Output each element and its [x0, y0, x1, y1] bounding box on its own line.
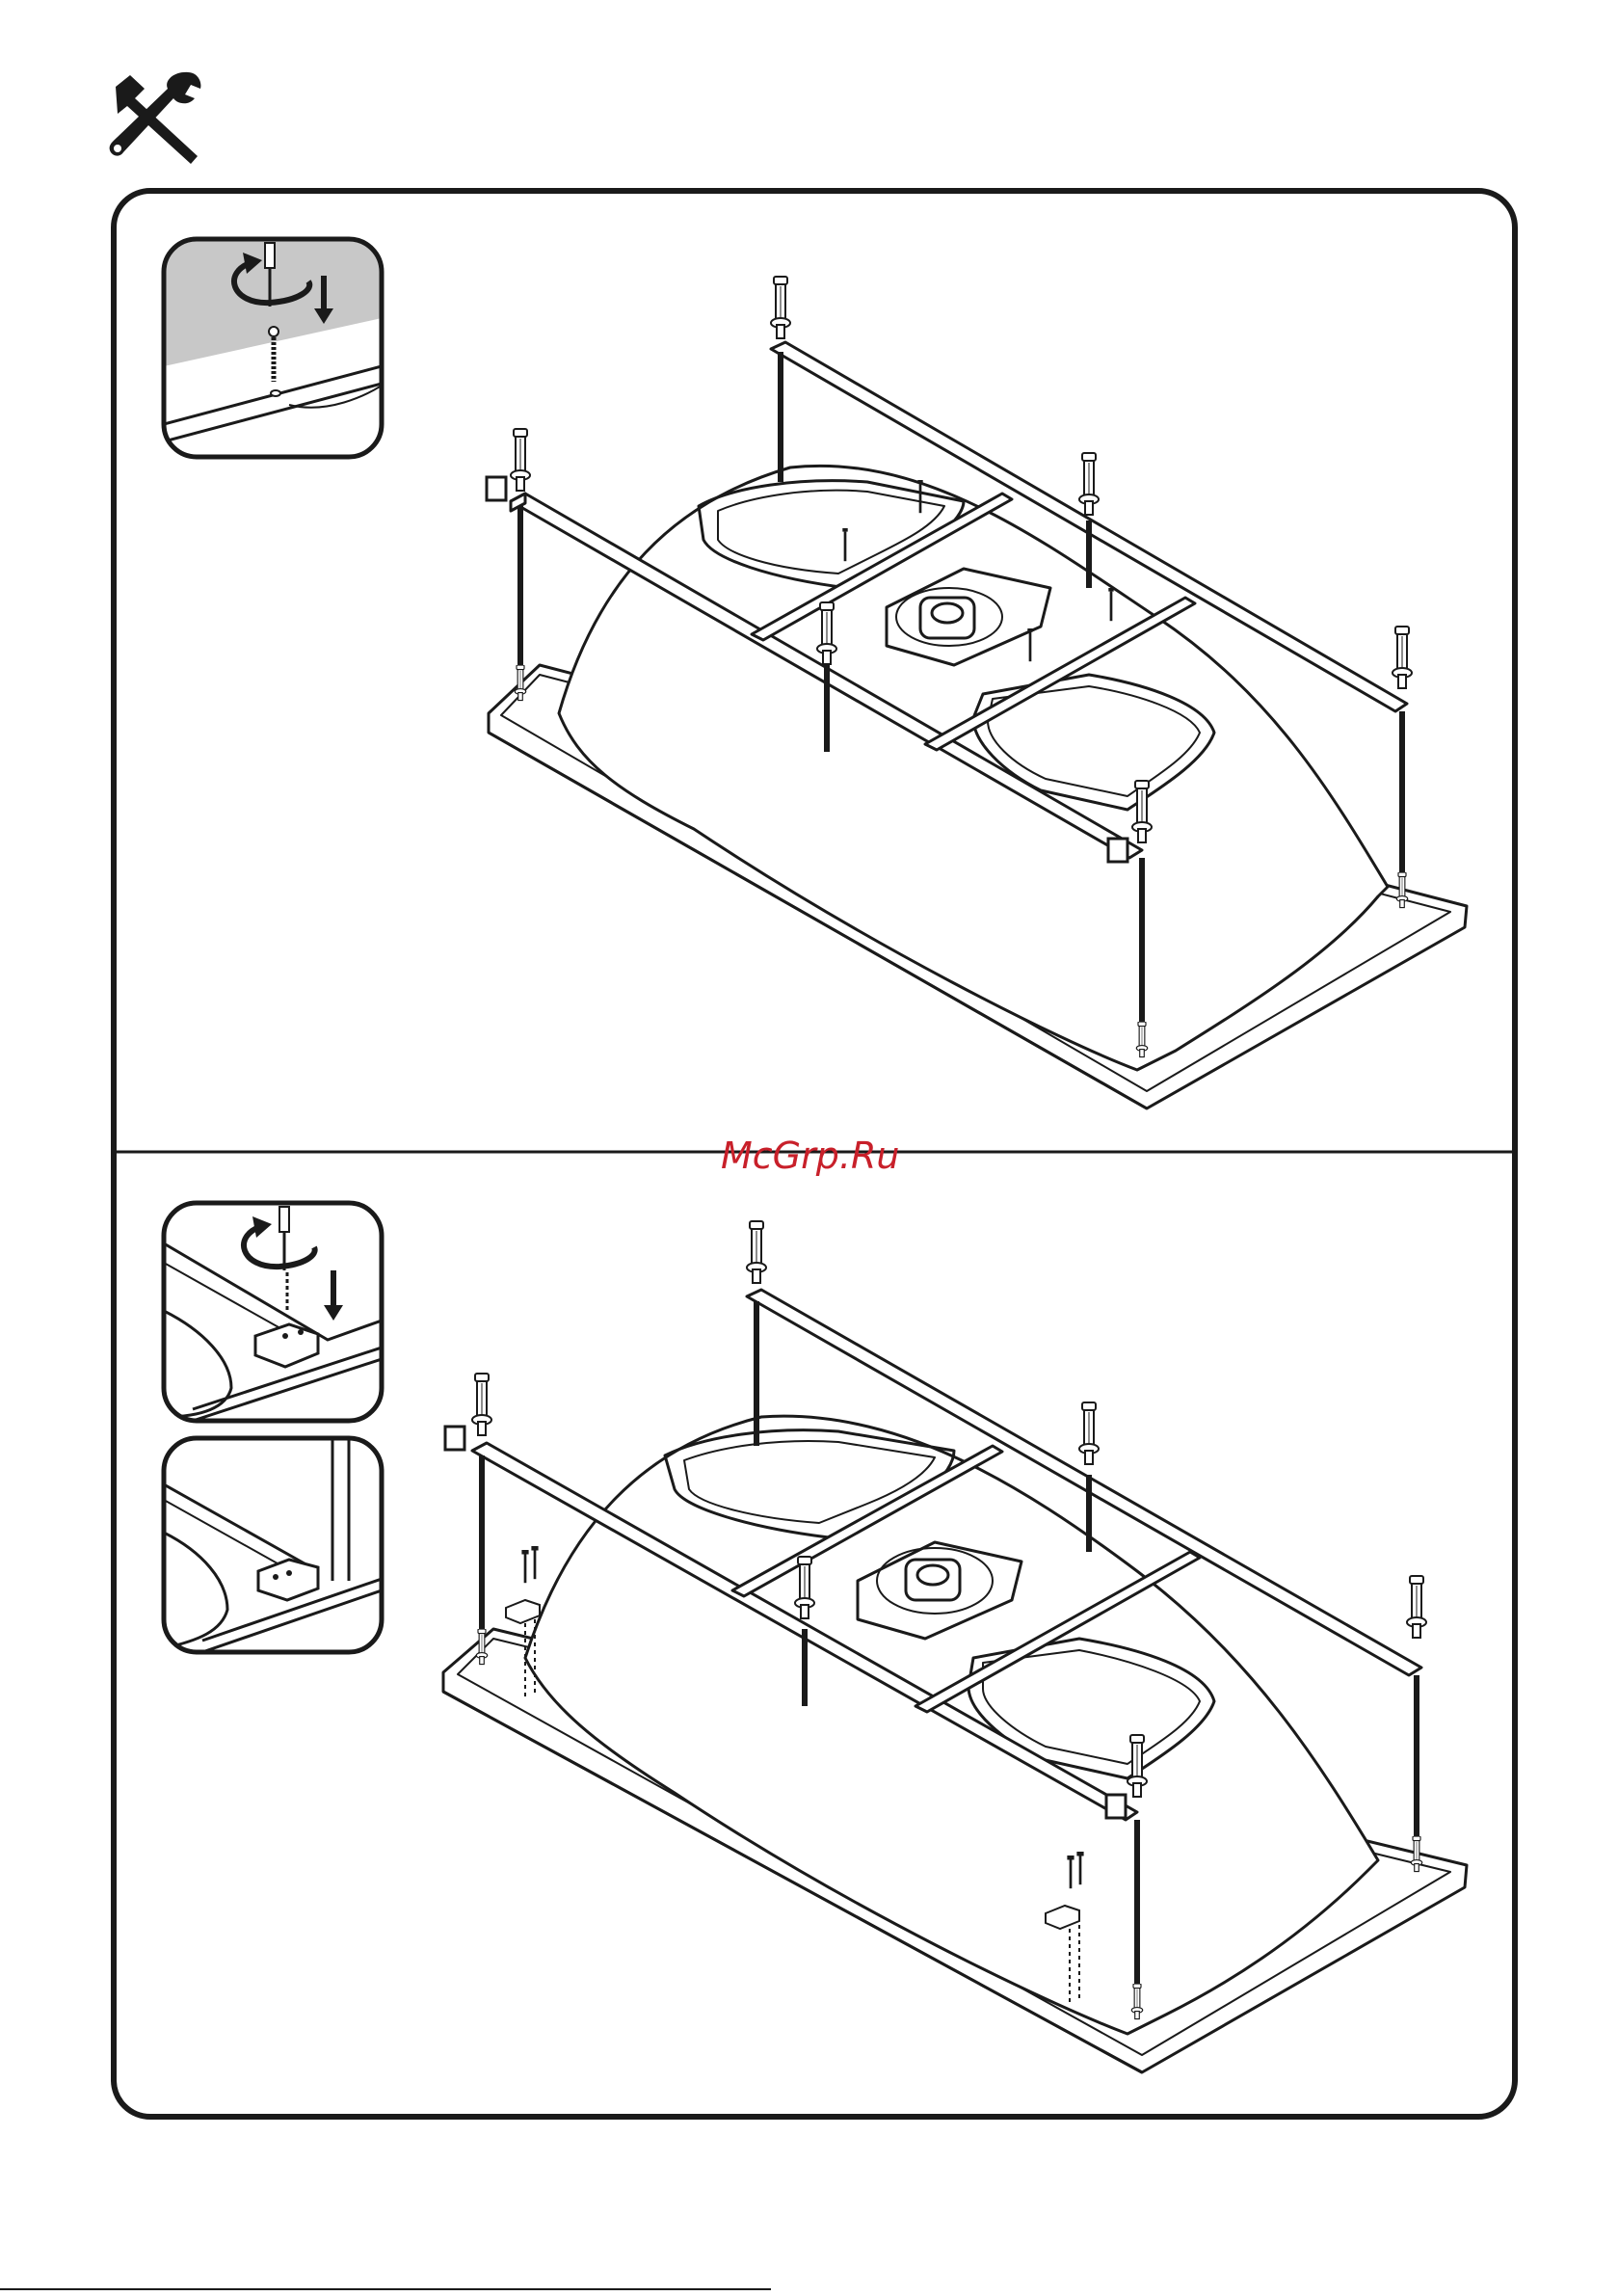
step-1: [164, 239, 1467, 1108]
step-2-detail-inset-a: [164, 1203, 382, 1421]
screwdriver-icon: [279, 1207, 289, 1270]
step-2-detail-inset-b: [164, 1438, 382, 1652]
bracket-icon: [258, 1560, 318, 1600]
tools-icon: [110, 72, 201, 164]
step-2: [164, 1203, 1467, 2072]
bracket-icon: [255, 1324, 318, 1367]
watermark: McGrp.Ru: [721, 1135, 899, 1177]
step-1-detail-inset: [164, 239, 382, 457]
